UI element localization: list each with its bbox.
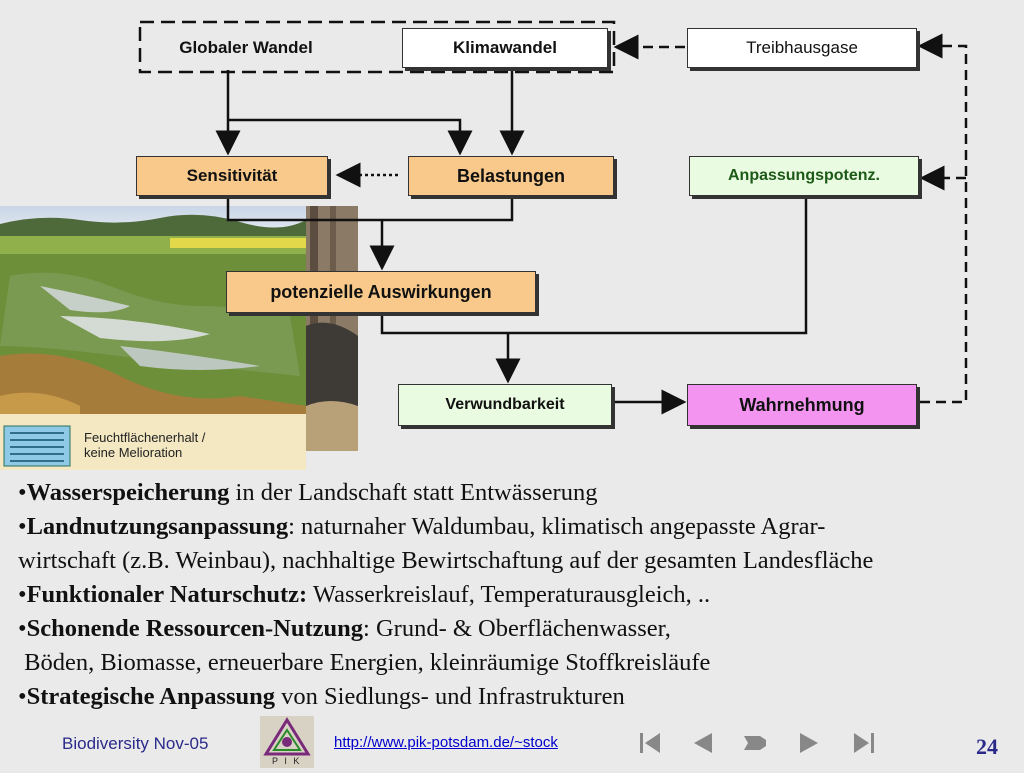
next-slide-icon[interactable]	[796, 730, 822, 756]
page-number: 24	[976, 734, 998, 759]
stresses-box: Belastungen	[408, 156, 614, 196]
pik-url-link[interactable]: http://www.pik-potsdam.de/~stock	[334, 734, 558, 751]
bullet-item: •Wasserspeicherung in der Landschaft sta…	[18, 479, 598, 506]
landscape-photo: Feuchtflächenerhalt / keine Melioration	[0, 206, 358, 470]
greenhouse-gases-box: Treibhausgase	[687, 28, 917, 68]
last-slide-icon[interactable]	[850, 730, 876, 756]
wetland-photo-graphic	[0, 206, 358, 470]
bullet-item: •Funktionaler Naturschutz: Wasserkreisla…	[18, 581, 711, 608]
previous-slide-icon[interactable]	[690, 730, 716, 756]
vulnerability-box: Verwundbarkeit	[398, 384, 612, 426]
pik-logo-text: P I K	[272, 756, 302, 766]
climate-change-box: Klimawandel	[402, 28, 608, 68]
footer-title: Biodiversity Nov-05	[62, 734, 209, 753]
diagram-connectors	[138, 20, 968, 415]
photo-caption-line1: Feuchtflächenerhalt /	[84, 430, 206, 445]
bullet-item-continuation: Böden, Biomasse, erneuerbare Energien, k…	[18, 649, 711, 676]
pik-logo: P I K	[260, 716, 314, 768]
bullet-item: •Landnutzungsanpassung: naturnaher Waldu…	[18, 513, 826, 540]
perception-box: Wahrnehmung	[687, 384, 917, 426]
bullet-item: •Schonende Ressourcen-Nutzung: Grund- & …	[18, 615, 671, 642]
potential-impacts-box: potenzielle Auswirkungen	[226, 271, 536, 313]
pointer-icon[interactable]	[742, 730, 770, 756]
bullet-item-continuation: wirtschaft (z.B. Weinbau), nachhaltige B…	[18, 547, 874, 574]
global-change-label: Globaler Wandel	[179, 38, 313, 57]
bullet-item: •Strategische Anpassung von Siedlungs- u…	[18, 683, 625, 710]
pik-logo-icon	[260, 716, 314, 768]
photo-caption-line2: keine Melioration	[84, 445, 183, 460]
sensitivity-box: Sensitivität	[136, 156, 328, 196]
bullet-list: •Wasserspeicherung in der Landschaft sta…	[18, 476, 1018, 714]
adaptive-capacity-box: Anpassungspotenz.	[689, 156, 919, 196]
first-slide-icon[interactable]	[638, 730, 664, 756]
